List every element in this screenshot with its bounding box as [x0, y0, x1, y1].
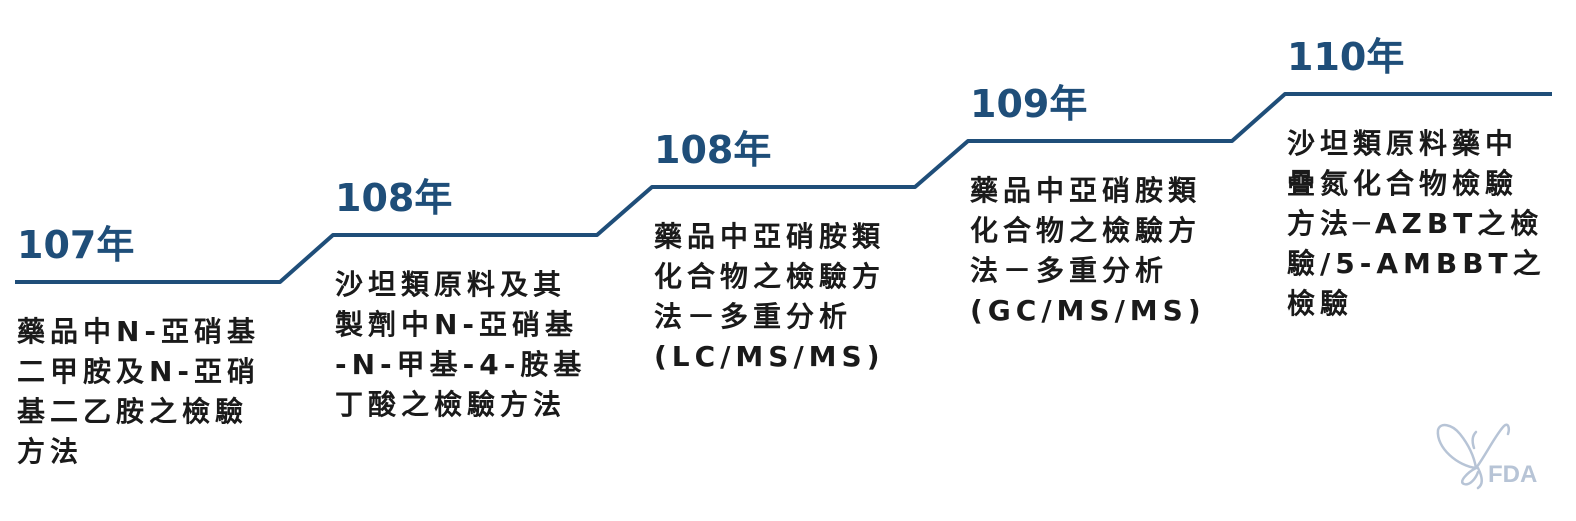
logo-text: FDA [1488, 461, 1537, 488]
milestone-text-2: 沙坦類原料及其 製劑中N-亞硝基 -N-甲基-4-胺基 丁酸之檢驗方法 [335, 268, 587, 421]
fda-butterfly-logo-icon: FDA [1436, 423, 1537, 490]
milestone-text-5: 沙坦類原料藥中 疊氮化合物檢驗 方法─AZBT之檢 驗/5-AMBBT之 檢驗 [1287, 127, 1546, 320]
milestone-year-5: 110年 [1287, 35, 1405, 79]
milestone-text-4: 藥品中亞硝胺類 化合物之檢驗方 法－多重分析 (GC/MS/MS) [970, 174, 1206, 327]
milestone-year-1: 107年 [17, 223, 135, 267]
milestone-text-1: 藥品中N-亞硝基 二甲胺及N-亞硝 基二乙胺之檢驗 方法 [17, 315, 261, 468]
milestone-year-2: 108年 [335, 176, 453, 220]
milestone-year-3: 108年 [654, 128, 772, 172]
milestone-text-3: 藥品中亞硝胺類 化合物之檢驗方 法－多重分析 (LC/MS/MS) [654, 220, 886, 373]
milestone-year-4: 109年 [970, 82, 1088, 126]
